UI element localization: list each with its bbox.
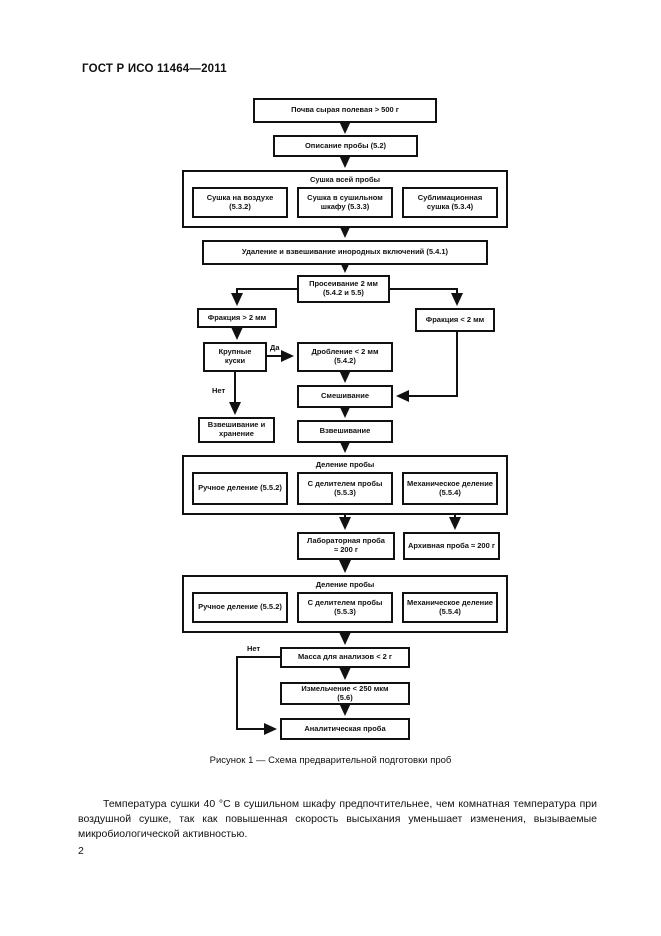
node-analytical-sample: Аналитическая проба [280,718,410,740]
node-fraction-gt-2mm: Фракция > 2 мм [197,308,277,328]
page-number: 2 [78,845,84,857]
node-division1-divider: С делителем пробы (5.5.3) [297,472,393,505]
body-paragraph: Температура сушки 40 °С в сушильном шкаф… [78,798,597,840]
node-mixing: Смешивание [297,385,393,408]
node-drying-title: Сушка всей пробы [309,175,381,184]
document-header: ГОСТ Р ИСО 11464—2011 [82,63,227,75]
node-large-lumps: Крупные куски [203,342,267,372]
edge-label-no-grinding: Нет [246,644,262,653]
edge-label-yes: Да [269,343,281,352]
node-group-division-1: Деление пробы Ручное деление (5.5.2) С д… [182,455,508,515]
node-division2-mechanical: Механическое деление (5.5.4) [402,592,498,623]
division2-options-row: Ручное деление (5.5.2) С делителем пробы… [192,592,498,623]
node-division1-title: Деление пробы [315,460,375,469]
node-division1-manual: Ручное деление (5.5.2) [192,472,288,505]
node-division2-manual: Ручное деление (5.5.2) [192,592,288,623]
node-sample-description: Описание пробы (5.2) [273,135,418,157]
node-group-division-2: Деление пробы Ручное деление (5.5.2) С д… [182,575,508,633]
node-soil-sample: Почва сырая полевая > 500 г [253,98,437,123]
node-air-drying: Сушка на воздухе (5.3.2) [192,187,288,218]
division1-options-row: Ручное деление (5.5.2) С делителем пробы… [192,472,498,505]
node-sieving: Просеивание 2 мм (5.4.2 и 5.5) [297,275,390,303]
drying-options-row: Сушка на воздухе (5.3.2) Сушка в сушильн… [192,187,498,218]
node-crushing: Дробление < 2 мм (5.4.2) [297,342,393,372]
node-division1-mechanical: Механическое деление (5.5.4) [402,472,498,505]
node-foreign-matter-removal: Удаление и взвешивание инородных включен… [202,240,488,265]
node-weighing-storage: Взвешивание и хранение [198,417,275,443]
node-group-drying: Сушка всей пробы Сушка на воздухе (5.3.2… [182,170,508,228]
node-grinding: Измельчение < 250 мкм (5.6) [280,682,410,705]
node-division2-divider: С делителем пробы (5.5.3) [297,592,393,623]
node-fraction-lt-2mm: Фракция < 2 мм [415,308,495,332]
node-oven-drying: Сушка в сушильном шкафу (5.3.3) [297,187,393,218]
node-archive-sample: Архивная проба ≈ 200 г [403,532,500,560]
node-division2-title: Деление пробы [315,580,375,589]
node-freeze-drying: Сублимационная сушка (5.3.4) [402,187,498,218]
node-weighing: Взвешивание [297,420,393,443]
edge-label-no-storage: Нет [211,386,227,395]
figure-caption: Рисунок 1 — Схема предварительной подгот… [209,755,452,766]
node-mass-for-analysis: Масса для анализов < 2 г [280,647,410,668]
node-laboratory-sample: Лабораторная проба ≈ 200 г [297,532,395,560]
